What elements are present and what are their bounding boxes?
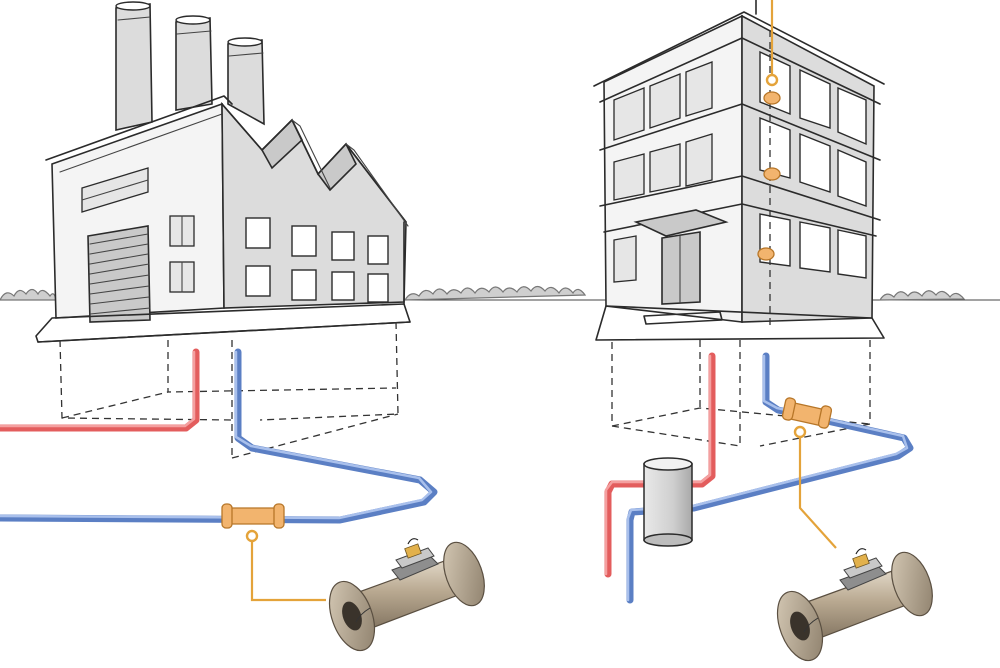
factory-basement — [59, 321, 399, 459]
factory-pipe-meter-fitting — [221, 503, 285, 529]
office-cold-pipe — [626, 352, 914, 604]
office-basement — [611, 340, 871, 447]
office-pipe-meter-fitting — [781, 397, 833, 429]
office-building-icon — [593, 0, 885, 341]
factory-icon — [35, 1, 411, 343]
factory-meter-callout — [245, 529, 326, 602]
factory-hot-pipe — [0, 348, 200, 432]
ultrasonic-water-meter-icon — [768, 546, 941, 668]
riser-callout — [765, 0, 779, 87]
ultrasonic-water-meter-icon — [320, 536, 493, 658]
water-tank-icon — [643, 457, 693, 547]
riser-meter-fittings — [757, 91, 781, 261]
office-meter-callout — [793, 425, 837, 549]
factory-cold-pipe — [0, 348, 438, 524]
factory-side-windows — [245, 217, 389, 303]
